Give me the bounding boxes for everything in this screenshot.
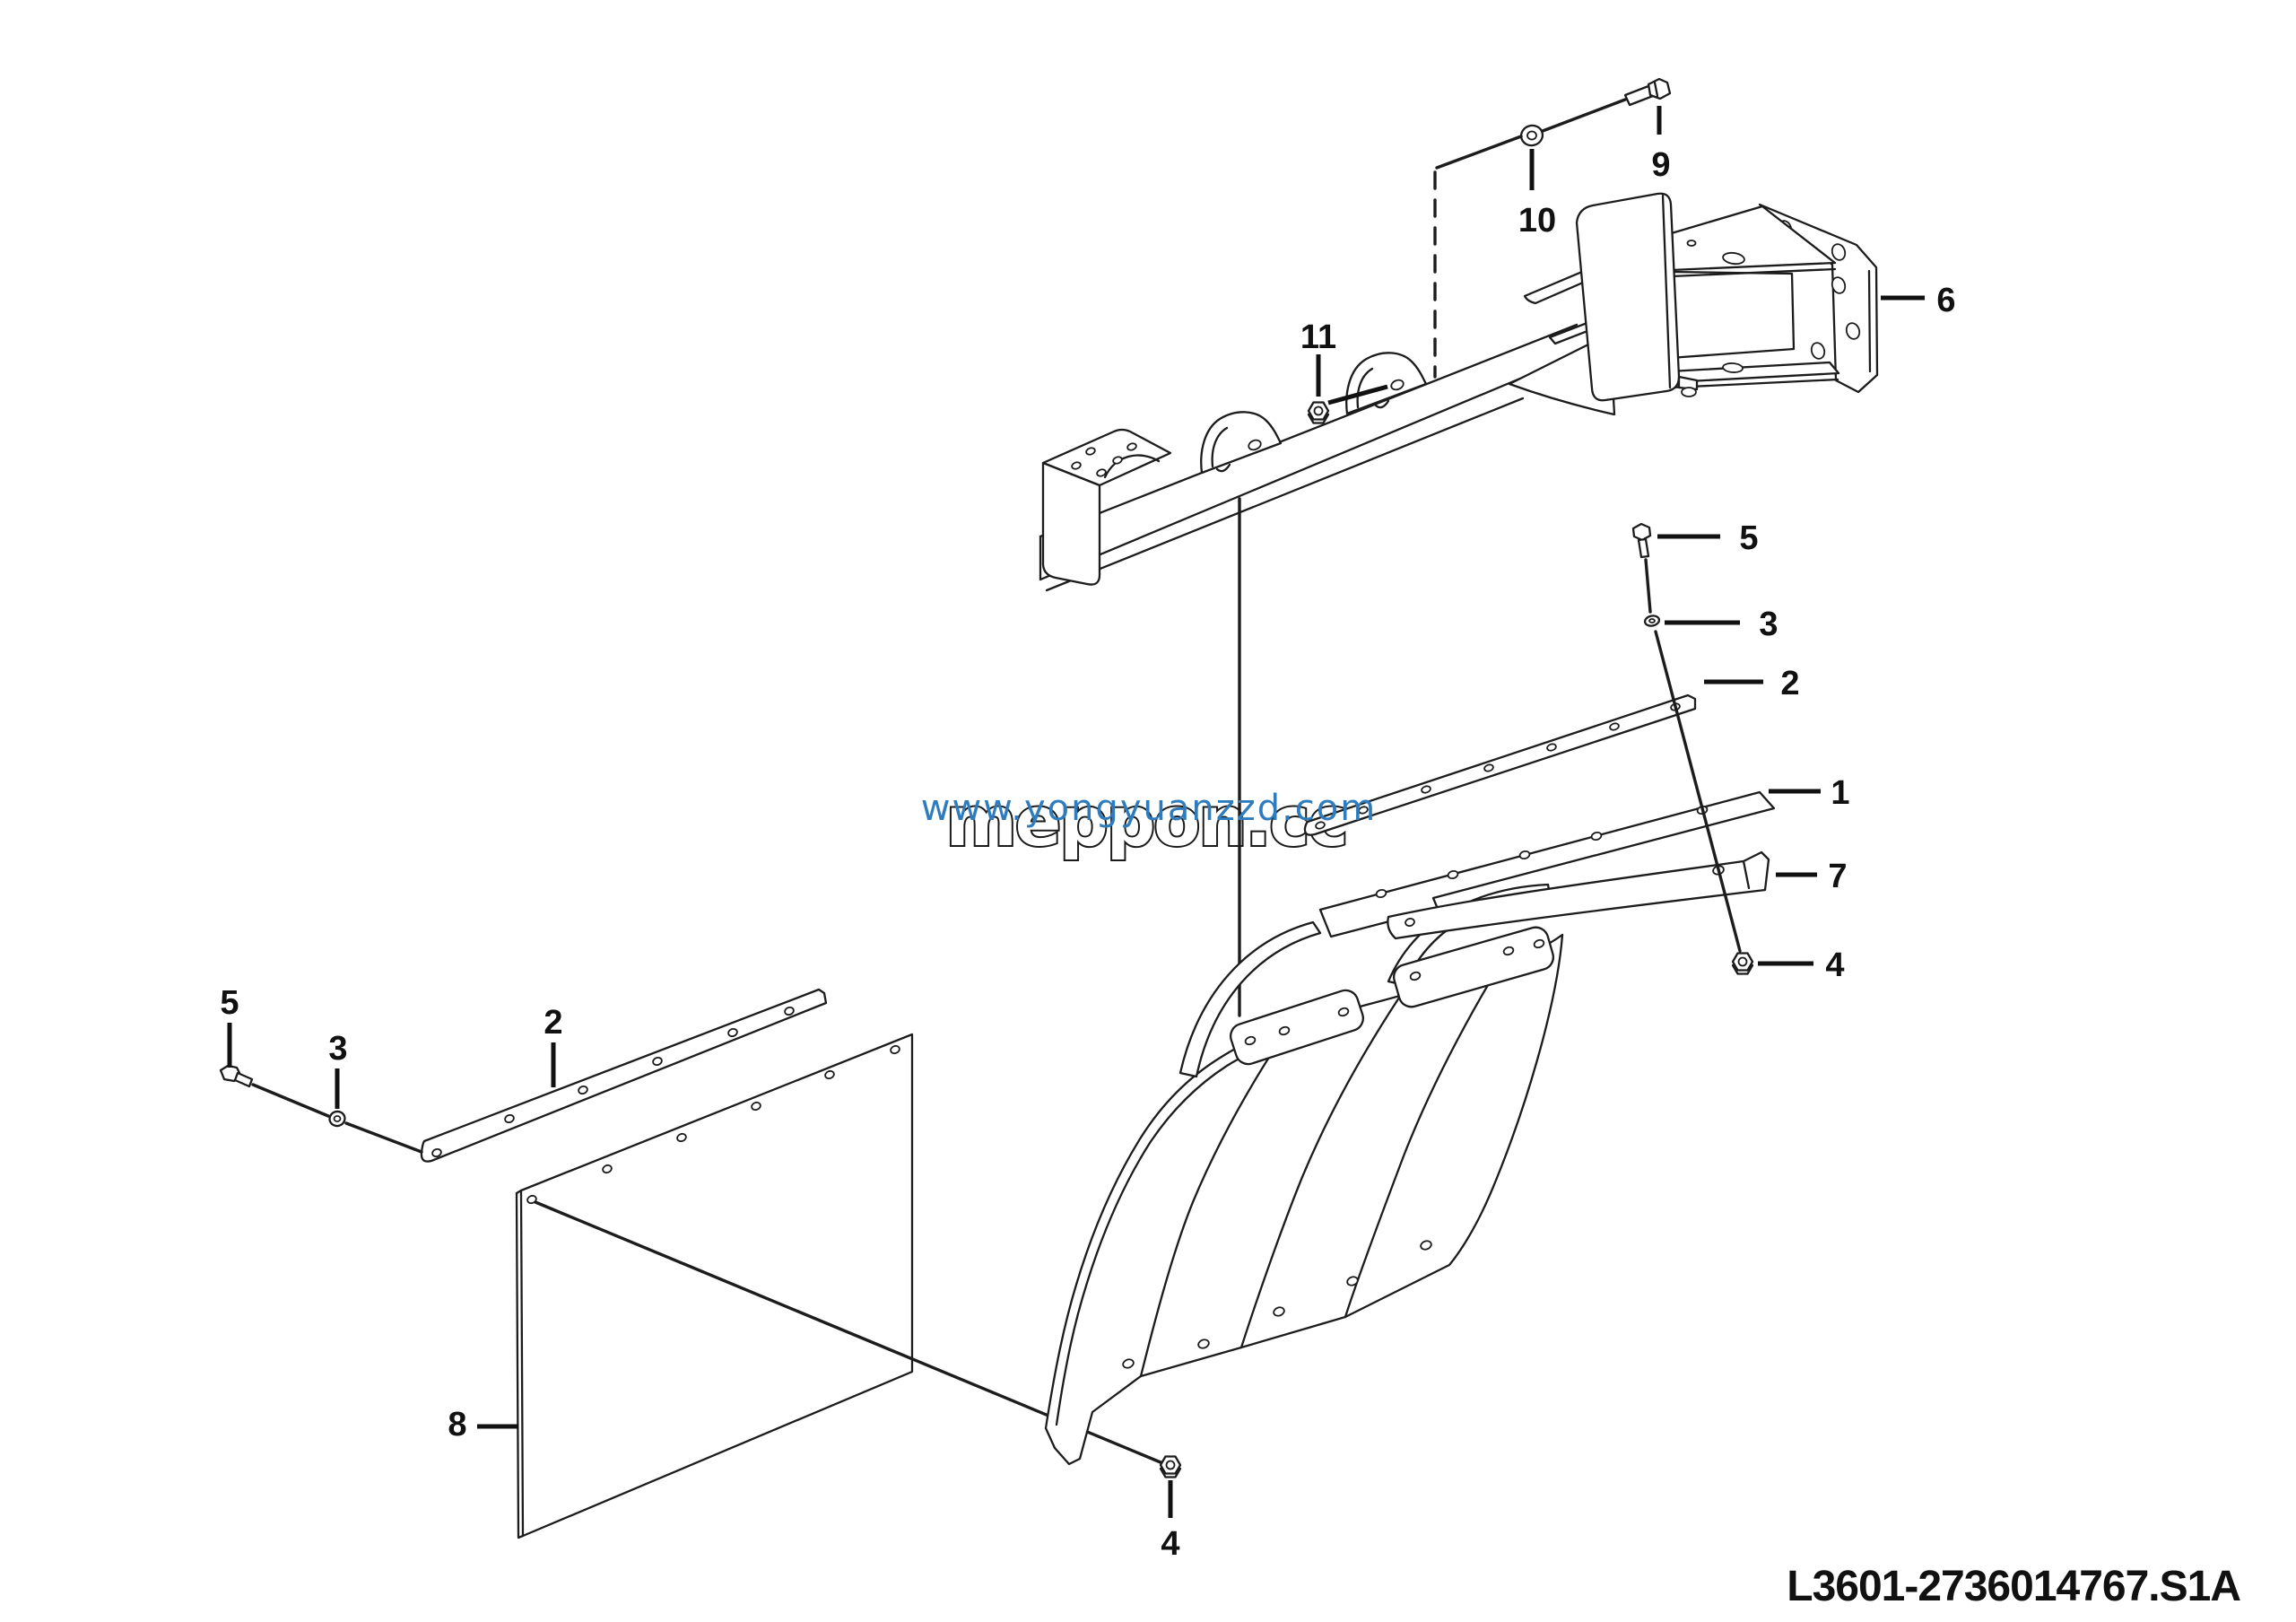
callout-10: 10 [1518, 202, 1556, 240]
washer-10 [1519, 124, 1544, 147]
part-panel-8 [515, 1033, 914, 1539]
beam-end-bracket [1041, 428, 1172, 586]
beam-lug-tab-right [1345, 352, 1428, 415]
drawing-part-code: L3601-2736014767.S1A [1787, 1563, 2240, 1610]
beam-lug-tab-left [1200, 411, 1283, 475]
part-fender [1044, 933, 1564, 1466]
bolt-5-left [219, 1064, 254, 1088]
fastener-axis-lines-top [1433, 98, 1627, 379]
nut-4-right [1731, 952, 1754, 975]
callout-5-right: 5 [1739, 519, 1758, 557]
watermark-outline-text: meppon.cc [946, 781, 1347, 861]
watermark-url-text: www.yongyuanzzd.com [921, 788, 1378, 829]
nut-11 [1307, 401, 1330, 424]
fastener-axis-line-right [1644, 558, 1742, 953]
callout-7: 7 [1828, 858, 1847, 895]
callout-6: 6 [1936, 282, 1955, 319]
callout-4-right: 4 [1825, 946, 1844, 984]
washer-3-left [328, 1110, 346, 1128]
callout-11: 11 [1300, 318, 1336, 356]
part-strip-2-left [420, 988, 828, 1163]
callout-9: 9 [1651, 146, 1670, 184]
callout-2-left: 2 [544, 1004, 562, 1042]
callout-5-left: 5 [220, 984, 239, 1022]
part-mount-bracket [1575, 192, 1879, 402]
part-strip-1 [1318, 790, 1776, 938]
fender-straps [1230, 926, 1555, 1066]
callout-3-right: 3 [1759, 606, 1778, 643]
part-crossbeam [1039, 323, 1578, 592]
callout-3-left: 3 [328, 1030, 347, 1068]
nut-4-bottom [1159, 1455, 1182, 1478]
callout-4-bottom: 4 [1161, 1525, 1179, 1563]
callout-2-right: 2 [1780, 665, 1799, 702]
callout-labels: 9 10 11 6 5 3 2 1 7 4 5 3 2 8 4 [220, 146, 1955, 1563]
washer-3-right [1643, 615, 1661, 627]
part-end-cap-7 [1387, 850, 1770, 940]
callout-8: 8 [448, 1406, 466, 1443]
fastener-axis-lines-left [251, 1083, 423, 1154]
bolt-9 [1623, 77, 1672, 107]
callout-1: 1 [1831, 774, 1849, 812]
bolt-5-right [1631, 522, 1652, 559]
callout-leader-lines [227, 106, 1925, 1518]
